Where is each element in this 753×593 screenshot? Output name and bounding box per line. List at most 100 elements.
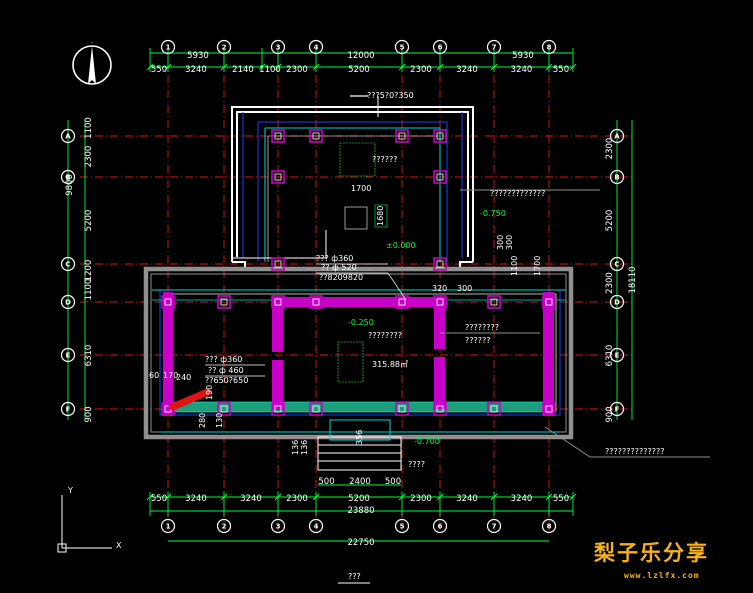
watermark-title: 梨子乐分享 (594, 541, 709, 565)
column-marker (271, 129, 285, 143)
col-a2-text: ?? ф 520 (321, 263, 357, 272)
dim-190-text: 190 (205, 385, 214, 400)
axis-bubble-top: 4 (308, 39, 324, 55)
top-dimension-text: 5200 (348, 65, 370, 75)
axis-bubble-right: F (609, 401, 625, 417)
axis-bubble-label: E (66, 352, 71, 360)
axis-bubble-left: C (60, 256, 76, 272)
left-dimension-text: 900 (84, 406, 94, 422)
axis-bubble-bottom: 6 (432, 518, 448, 534)
column-marker (542, 402, 556, 416)
bottom-dimension-text: 2300 (286, 494, 308, 504)
top-dimension-text: 3240 (456, 65, 478, 75)
column-marker (433, 295, 447, 309)
column-marker (309, 129, 323, 143)
right-dimension-text: 2300 (605, 138, 615, 160)
axis-bubble-right: C (609, 256, 625, 272)
right-dimension-text: 6310 (605, 345, 615, 367)
right-dimension-text: 2300 (605, 272, 615, 294)
axis-bubble-top: 2 (216, 39, 232, 55)
top-note-text: ???5?0?350 (367, 91, 414, 100)
axis-bubble-left: D (60, 294, 76, 310)
dim-1700b-text: 1700 (533, 256, 542, 276)
upper-annex-walls (231, 106, 474, 270)
column-marker (487, 295, 501, 309)
axis-bubble-bottom: 1 (160, 518, 176, 534)
left-dimension-text: 1200 (84, 260, 94, 282)
axis-bubble-label: 3 (276, 44, 281, 52)
top-dimension-text: 3240 (185, 65, 207, 75)
col-b3-text: ??650?650 (205, 376, 248, 385)
bottom-dimension-text: 550 (553, 494, 569, 504)
left-dimension-text: 1100 (84, 279, 94, 301)
axis-bubble-label: D (614, 299, 620, 307)
step-dimension-text: 2400 (349, 477, 371, 487)
axis-bubble-right: B (609, 169, 625, 185)
column-marker (309, 402, 323, 416)
axis-bubble-right: D (609, 294, 625, 310)
right-dimension-texts: 2300 5200 2300 6310 900 (605, 138, 615, 423)
axis-bubble-label: A (614, 133, 620, 141)
axis-bubble-label: 6 (438, 523, 443, 531)
axis-bubble-label: E (615, 352, 620, 360)
right-note-mid1-text: ???????? (465, 323, 499, 332)
column-marker (217, 295, 231, 309)
dim-300a-text: 300 (496, 235, 505, 250)
dim-bottom-overall: 22750 (347, 538, 374, 548)
column-marker (217, 402, 231, 416)
axis-bubble-left: A (60, 128, 76, 144)
axis-bubble-label: 7 (492, 523, 497, 531)
leader-lines (440, 189, 710, 458)
axis-bubble-bottom: 3 (270, 518, 286, 534)
dim-130-text: 130 (215, 413, 224, 428)
axis-bubble-bottom: 8 (541, 518, 557, 534)
right-note-lower-text: ?????????????? (605, 447, 664, 456)
axis-bubble-label: F (615, 406, 620, 414)
ucs-x-label: X (116, 541, 122, 550)
axis-bubble-label: 4 (314, 44, 319, 52)
column-marker (271, 257, 285, 271)
right-dimension-text: 900 (605, 406, 615, 422)
top-dimension-text: 2300 (410, 65, 432, 75)
axis-bubble-top: 8 (541, 39, 557, 55)
stair-hatching (337, 142, 388, 383)
dim-170-text: 170 (163, 371, 178, 380)
column-marker (395, 129, 409, 143)
top-dimension-text: 3240 (511, 65, 533, 75)
ucs-axis-icon (57, 495, 112, 553)
axis-bubble-label: 5 (400, 523, 405, 531)
dim-300b-text: 300 (505, 235, 514, 250)
elev-m075-text: -0.750 (480, 209, 506, 218)
dim-bottom-total: 23880 (347, 506, 374, 516)
stair-note-text: ???? (408, 460, 425, 469)
area-text: 315.88㎡ (372, 360, 408, 369)
column-marker (433, 257, 447, 271)
top-dimension-text: 1100 (259, 65, 281, 75)
axis-bubble-top: 5 (394, 39, 410, 55)
column-marker (433, 402, 447, 416)
bottom-dimension-text: 3240 (240, 494, 262, 504)
axis-bubble-label: 8 (547, 44, 552, 52)
watermark-url: www.lzlfx.com (624, 571, 700, 580)
axis-bubble-label: B (614, 174, 619, 182)
top-dimension-text: 2140 (232, 65, 254, 75)
dim-top-right-partial: 5930 (512, 51, 534, 61)
column-marker (271, 170, 285, 184)
axis-bubble-bottom: 2 (216, 518, 232, 534)
column-markers (161, 129, 556, 416)
column-marker (542, 295, 556, 309)
column-marker (433, 129, 447, 143)
axis-bubble-label: 2 (222, 523, 227, 531)
column-marker (433, 170, 447, 184)
axis-bubble-label: C (65, 261, 70, 269)
dim-right-total: 18110 (628, 266, 638, 293)
axis-bubble-label: 2 (222, 44, 227, 52)
right-dimension-text: 5200 (605, 210, 615, 232)
dim-136b-text: 136 (300, 440, 309, 455)
col-b2-text: ?? ф 460 (208, 366, 244, 375)
axis-bubble-left: E (60, 347, 76, 363)
